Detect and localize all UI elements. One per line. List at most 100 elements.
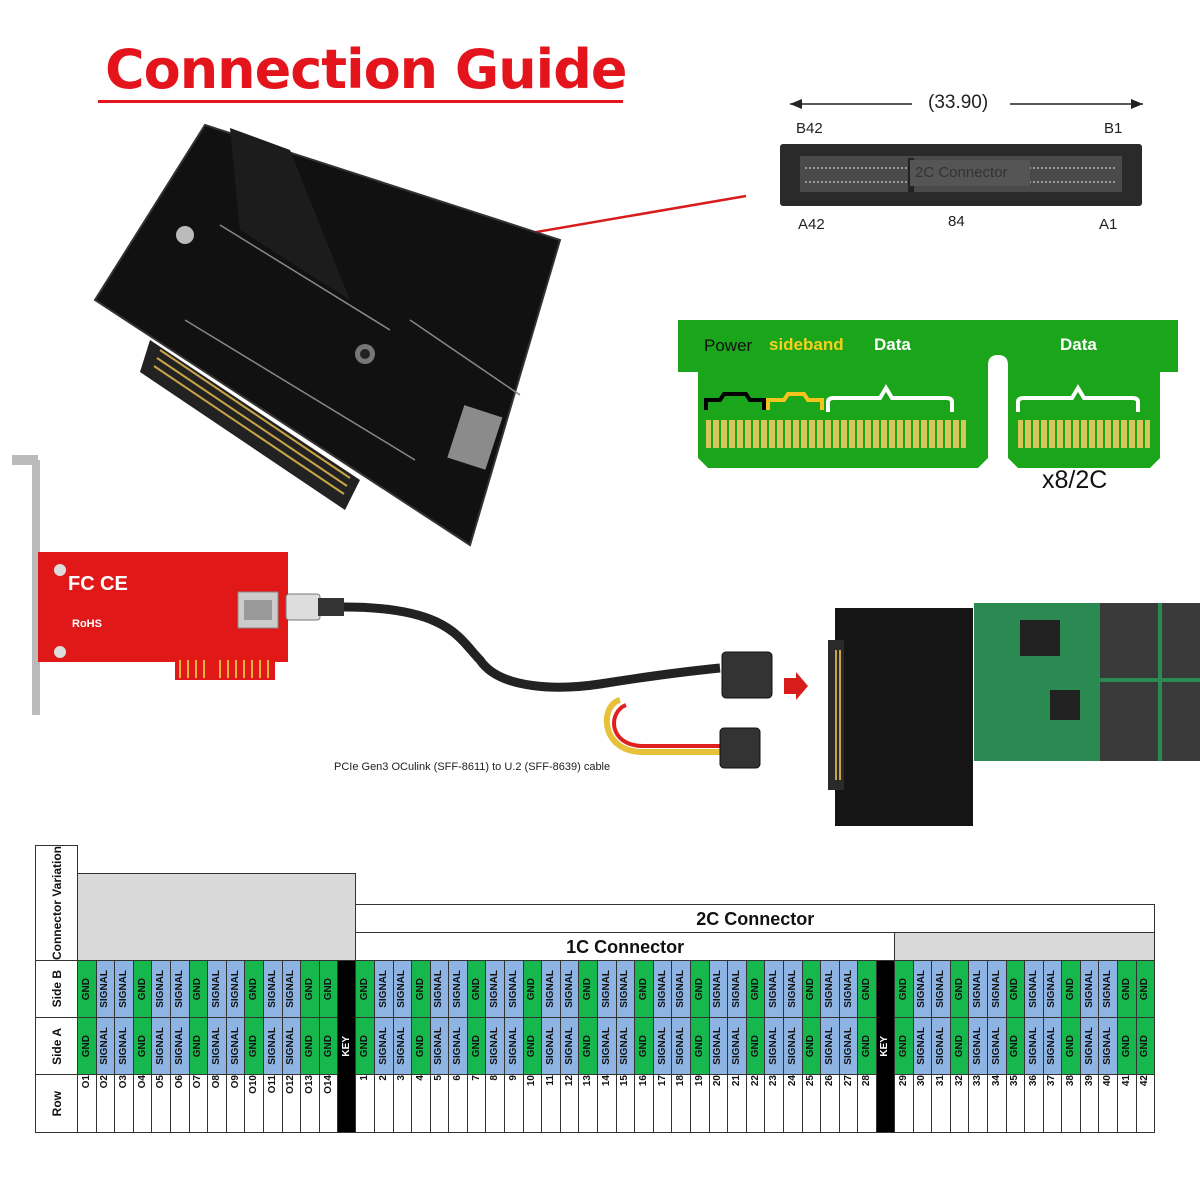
cable-caption: PCIe Gen3 OCulink (SFF-8611) to U.2 (SFF… (334, 761, 611, 773)
pin-cell: GND (857, 960, 877, 1019)
pin-cell: SIGNAL (1098, 1017, 1119, 1076)
pin-cell: SIGNAL (671, 1017, 691, 1076)
pin-cell: GND (690, 1017, 710, 1076)
pin-cell: GND (244, 960, 264, 1019)
header-1c-connector: 1C Connector (355, 932, 895, 962)
pin-cell: GND (634, 1017, 654, 1076)
row-number: 29 (893, 1074, 914, 1134)
pin-cell: GND (578, 960, 599, 1019)
row-number: O13 (300, 1074, 320, 1134)
row-number: O4 (132, 1074, 153, 1134)
pin-cell: SIGNAL (1042, 1017, 1063, 1076)
pin-cell: SIGNAL (597, 1017, 617, 1076)
pin-cell: SIGNAL (504, 1017, 524, 1076)
row-header-label: Side B (49, 970, 64, 1008)
row-number: 20 (708, 1074, 729, 1134)
pin-cell: SIGNAL (504, 960, 524, 1019)
pin-cell: GND (132, 1017, 153, 1076)
pin-cell: SIGNAL (485, 960, 506, 1019)
pin-cell: SIGNAL (931, 1017, 951, 1076)
rohs-logo: RoHS (72, 618, 102, 630)
pin-cell: SIGNAL (912, 960, 933, 1019)
pin-cell: GND (466, 960, 487, 1019)
pin-cell: GND (801, 1017, 822, 1076)
edge-connector-diagram (678, 320, 1178, 468)
pin-cell: GND (244, 1017, 264, 1076)
key-label: KEY (340, 1036, 352, 1057)
row-number: 1 (355, 1074, 375, 1134)
row-header-side_a: Side A (35, 1017, 78, 1076)
pin-cell: SIGNAL (968, 1017, 988, 1076)
pin-cell: GND (1005, 960, 1026, 1019)
row-number: O12 (281, 1074, 302, 1134)
data-label-left: Data (874, 335, 911, 354)
pin-cell: SIGNAL (615, 1017, 636, 1076)
row-number: 14 (597, 1074, 617, 1134)
pin-cell: SIGNAL (169, 1017, 190, 1076)
u2-adapter-board (93, 123, 562, 547)
row-number: 39 (1079, 1074, 1100, 1134)
row-number: 41 (1117, 1074, 1137, 1134)
pin-cell: GND (355, 960, 375, 1019)
pin-cell: SIGNAL (448, 1017, 468, 1076)
pin-cell: SIGNAL (1098, 960, 1119, 1019)
pin-cell: GND (300, 1017, 320, 1076)
pin-cell: GND (745, 960, 766, 1019)
pin-cell: GND (188, 960, 209, 1019)
pin-cell: SIGNAL (671, 960, 691, 1019)
row-number: 17 (652, 1074, 673, 1134)
dimension-label: (33.90) (928, 92, 989, 113)
row-number: 31 (931, 1074, 951, 1134)
row-number: 7 (466, 1074, 487, 1134)
pin-cell: SIGNAL (1079, 960, 1100, 1019)
row-number: 37 (1042, 1074, 1063, 1134)
pcie-oculink-card (12, 455, 288, 715)
pin-cell: SIGNAL (986, 1017, 1007, 1076)
row-number: 8 (485, 1074, 506, 1134)
pin-cell: GND (77, 1017, 97, 1076)
power-label: Power (704, 336, 753, 355)
pin-cell: SIGNAL (820, 1017, 840, 1076)
pin-cell: SIGNAL (559, 960, 580, 1019)
pin-cell: GND (522, 1017, 543, 1076)
pin-cell: SIGNAL (541, 960, 561, 1019)
header-connector-variation: Connector Variation (35, 844, 78, 962)
row-number: 40 (1098, 1074, 1119, 1134)
pin-cell: GND (188, 1017, 209, 1076)
pin-cell: SIGNAL (1024, 1017, 1044, 1076)
pin-cell: SIGNAL (912, 1017, 933, 1076)
illustration-layer: FC CE RoHS (12, 99, 1200, 826)
lane-width-label: x8/2C (1042, 466, 1108, 494)
ce-logo: CE (100, 573, 128, 595)
pin-cell: GND (949, 1017, 970, 1076)
row-number: O10 (244, 1074, 264, 1134)
row-number: 11 (541, 1074, 561, 1134)
header-1c-label: 1C Connector (566, 936, 685, 957)
pin-cell: GND (1061, 960, 1081, 1019)
row-number: O6 (169, 1074, 190, 1134)
pin-cell: SIGNAL (615, 960, 636, 1019)
connector-drawing (780, 99, 1143, 206)
pin-cell: GND (1005, 1017, 1026, 1076)
pin-cell: GND (355, 1017, 375, 1076)
row-header-row: Row (35, 1074, 78, 1134)
row-number: O3 (114, 1074, 134, 1134)
row-header-label: Row (49, 1090, 64, 1117)
pin-cell: GND (1135, 1017, 1156, 1076)
row-number: 30 (912, 1074, 933, 1134)
row-number: 38 (1061, 1074, 1081, 1134)
connector-label: 2C Connector (915, 164, 1008, 181)
key-column: KEY (875, 960, 895, 1134)
pin-cell: GND (949, 960, 970, 1019)
row-number: O2 (95, 1074, 116, 1134)
pin-cell: GND (634, 960, 654, 1019)
row-number: 28 (857, 1074, 877, 1134)
key-column: KEY (337, 960, 357, 1134)
pin-cell: SIGNAL (652, 1017, 673, 1076)
pin-cell: GND (1135, 960, 1156, 1019)
row-number: 35 (1005, 1074, 1026, 1134)
pin-cell: SIGNAL (207, 1017, 227, 1076)
pin-cell: SIGNAL (708, 1017, 729, 1076)
row-number: O14 (318, 1074, 339, 1134)
